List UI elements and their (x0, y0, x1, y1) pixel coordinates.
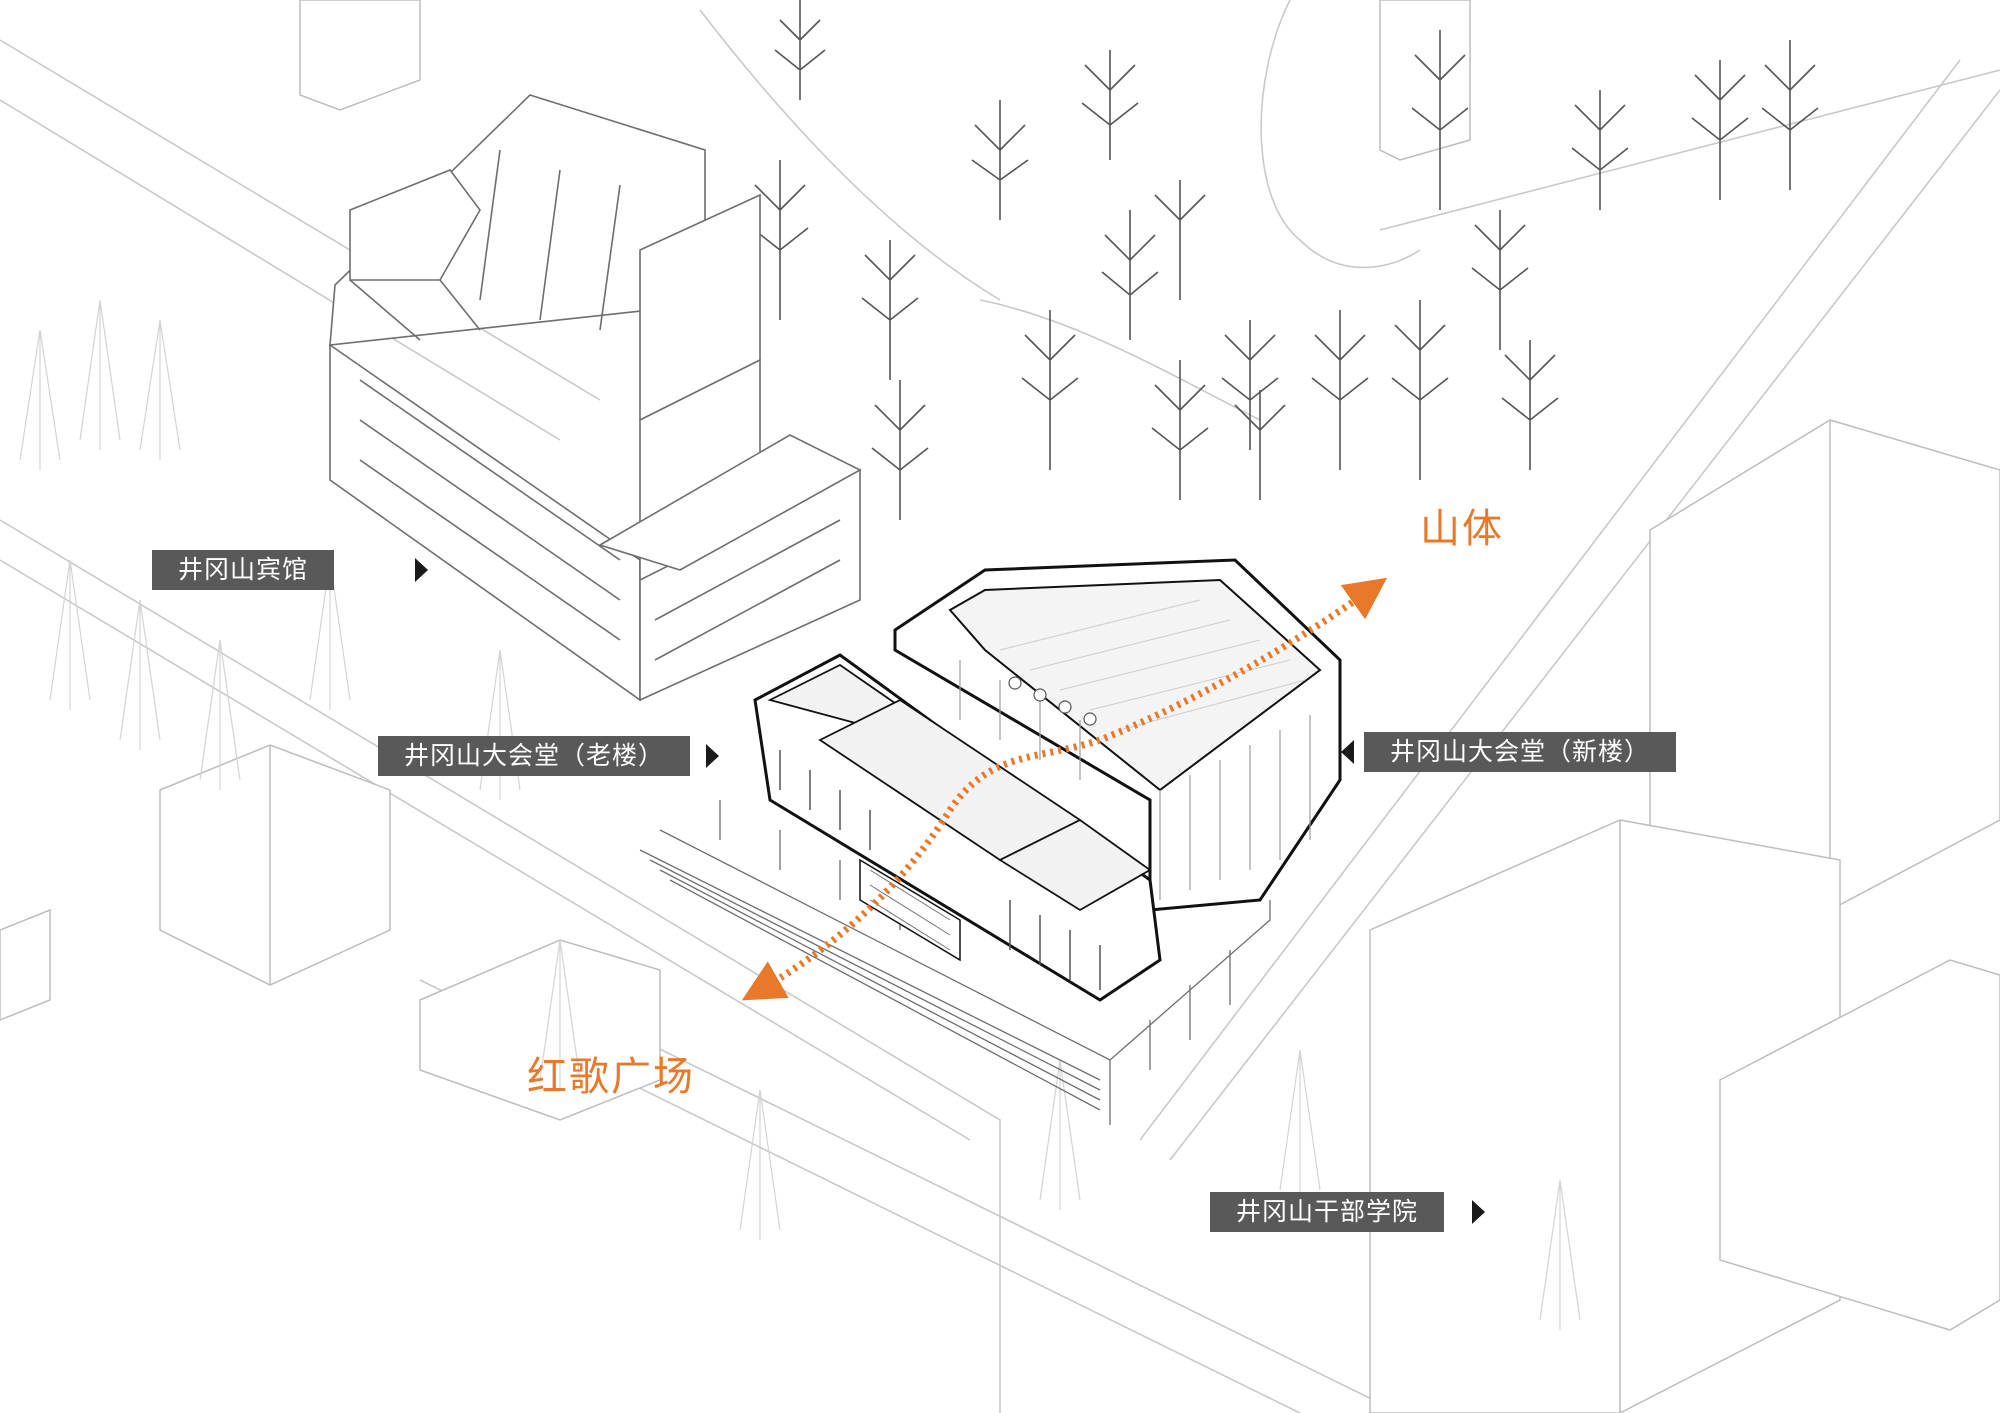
flow-label-mountain: 山体 (1420, 506, 1504, 552)
pointer-left-icon (1341, 740, 1354, 764)
pointer-right-icon (706, 744, 719, 768)
label-new-hall: 井冈山大会堂（新楼） (1364, 732, 1677, 772)
label-academy: 井冈山干部学院 (1210, 1192, 1445, 1232)
label-old-hall: 井冈山大会堂（老楼） (378, 736, 691, 776)
view-axis (741, 577, 1388, 1001)
pointer-right-icon (1472, 1200, 1485, 1224)
pointer-right-icon (415, 558, 428, 582)
flow-label-square: 红歌广场 (527, 1054, 695, 1100)
label-hotel: 井冈山宾馆 (152, 550, 335, 590)
hotel-building (329, 94, 862, 702)
deciduous-trees (751, 0, 1819, 520)
forest-marks (19, 299, 1581, 1330)
